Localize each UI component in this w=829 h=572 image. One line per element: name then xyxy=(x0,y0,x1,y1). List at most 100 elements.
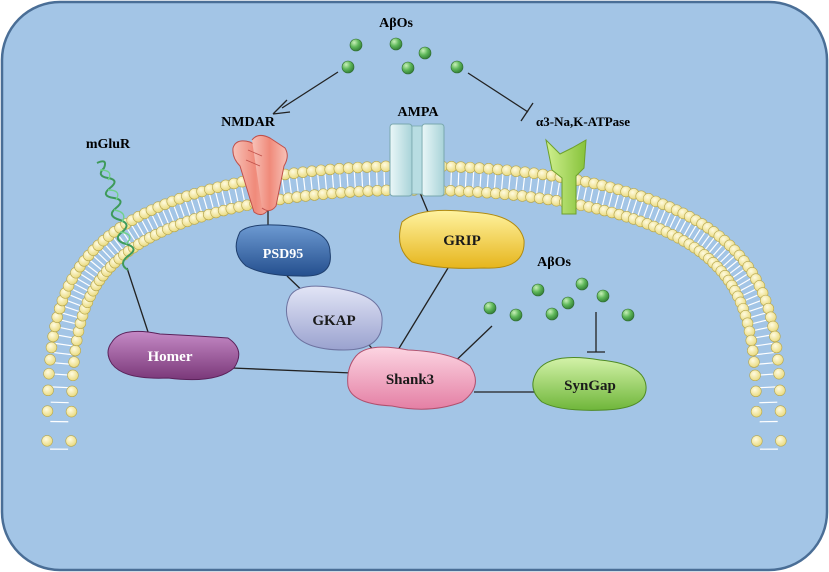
lipid-tail xyxy=(85,263,101,276)
abo-particle xyxy=(483,301,497,315)
lipid-tail xyxy=(57,326,76,332)
lipid-tail xyxy=(703,236,716,252)
lipid-tail xyxy=(302,175,306,194)
arrow-abos-nmdar xyxy=(281,71,339,109)
lipid-tail xyxy=(309,174,313,193)
lipid-tail xyxy=(88,259,104,272)
lipid-tail xyxy=(743,293,761,302)
lipid-tail xyxy=(668,213,678,231)
lipid-tail xyxy=(51,386,70,389)
lipid-tail xyxy=(190,197,197,216)
lipid-tail xyxy=(331,172,335,191)
lipid-tail xyxy=(752,326,771,332)
abos-cluster-right xyxy=(483,277,635,322)
lipid-head xyxy=(750,385,762,398)
lipid-tail xyxy=(67,293,85,302)
lipid-head xyxy=(769,330,781,343)
lipid-tail xyxy=(52,362,71,365)
lipid-tail xyxy=(161,208,170,226)
inhibit-abos-atpase-bar xyxy=(520,102,534,122)
lipid-tail xyxy=(582,184,588,203)
line-homer-shank3 xyxy=(231,367,353,374)
lipid-tail xyxy=(727,263,743,276)
lipid-tail xyxy=(613,192,620,211)
ampa-receptor xyxy=(389,123,445,197)
lipid-tail xyxy=(338,171,342,190)
lipid-head xyxy=(41,435,53,447)
lipid-tail xyxy=(150,213,160,231)
lipid-tail xyxy=(595,187,601,206)
line-grip-shank3 xyxy=(397,267,449,351)
protein-shank3: Shank3 xyxy=(347,346,476,410)
lipid-tail xyxy=(346,171,349,190)
lipid-head xyxy=(68,356,80,368)
lipid-tail xyxy=(96,250,110,265)
lipid-tail xyxy=(61,312,79,319)
lipid-tail xyxy=(457,169,460,188)
lipid-head xyxy=(767,320,779,333)
arrow-abos-nmdar-head xyxy=(272,99,291,115)
lipid-tail xyxy=(745,299,763,307)
lipid-tail xyxy=(647,203,656,222)
abo-particle xyxy=(341,60,355,74)
lipid-head xyxy=(65,435,77,447)
lipid-tail xyxy=(493,172,497,191)
lipid-tail xyxy=(673,215,683,233)
lipid-tail xyxy=(515,174,519,193)
abo-particle xyxy=(418,46,432,60)
lipid-head xyxy=(47,330,59,343)
lipid-tail xyxy=(281,177,286,196)
connector-lines xyxy=(126,71,605,393)
lipid-tail xyxy=(747,305,765,313)
lipid-tail xyxy=(636,199,644,218)
lipid-tail xyxy=(658,208,667,226)
lipid-tail xyxy=(758,386,777,389)
lipid-head xyxy=(41,405,54,417)
lipid-head xyxy=(42,384,54,397)
atpase-pump xyxy=(545,138,587,215)
lipid-tail xyxy=(125,226,137,243)
abo-particle xyxy=(596,289,610,303)
abo-particle xyxy=(401,61,415,75)
lipid-head xyxy=(750,405,763,418)
lipid-tail xyxy=(63,305,81,313)
lipid-head xyxy=(773,368,785,380)
lipid-tail xyxy=(486,171,490,190)
lipid-tail xyxy=(677,218,688,235)
lipid-tail xyxy=(464,170,467,189)
lipid-head xyxy=(749,369,761,382)
lipid-tail xyxy=(156,210,165,228)
lipid-tail xyxy=(529,175,533,194)
lipid-tail xyxy=(167,206,175,224)
lipid-tail xyxy=(556,179,561,198)
lipid-tail xyxy=(733,272,750,284)
lipid-head xyxy=(774,384,786,397)
abo-particle xyxy=(531,283,545,297)
lipid-tail xyxy=(507,173,511,192)
lipid-tail xyxy=(178,201,186,220)
lipid-head xyxy=(44,354,56,366)
lipid-tail xyxy=(59,319,78,325)
lipid-tail xyxy=(601,189,607,208)
lipid-tail xyxy=(75,277,93,288)
lipid-tail xyxy=(749,312,767,319)
gkap-label: GKAP xyxy=(312,313,355,329)
lipid-tail xyxy=(103,243,117,258)
lipid-tail xyxy=(240,184,246,203)
lipid-tail xyxy=(699,233,712,249)
abo-particle xyxy=(561,296,575,310)
lipid-tail xyxy=(317,173,321,192)
lipid-tail xyxy=(682,221,693,238)
lipid-tail xyxy=(619,194,626,212)
abos-right-label: AβOs xyxy=(537,255,571,270)
lipid-tail xyxy=(140,218,151,235)
lipid-tail xyxy=(663,210,672,228)
lipid-tail xyxy=(221,189,227,208)
abos-top-label: AβOs xyxy=(379,16,413,31)
lipid-tail xyxy=(740,287,758,297)
lipid-tail xyxy=(750,319,769,325)
lipid-tail xyxy=(184,199,192,218)
lipid-head xyxy=(748,356,760,368)
